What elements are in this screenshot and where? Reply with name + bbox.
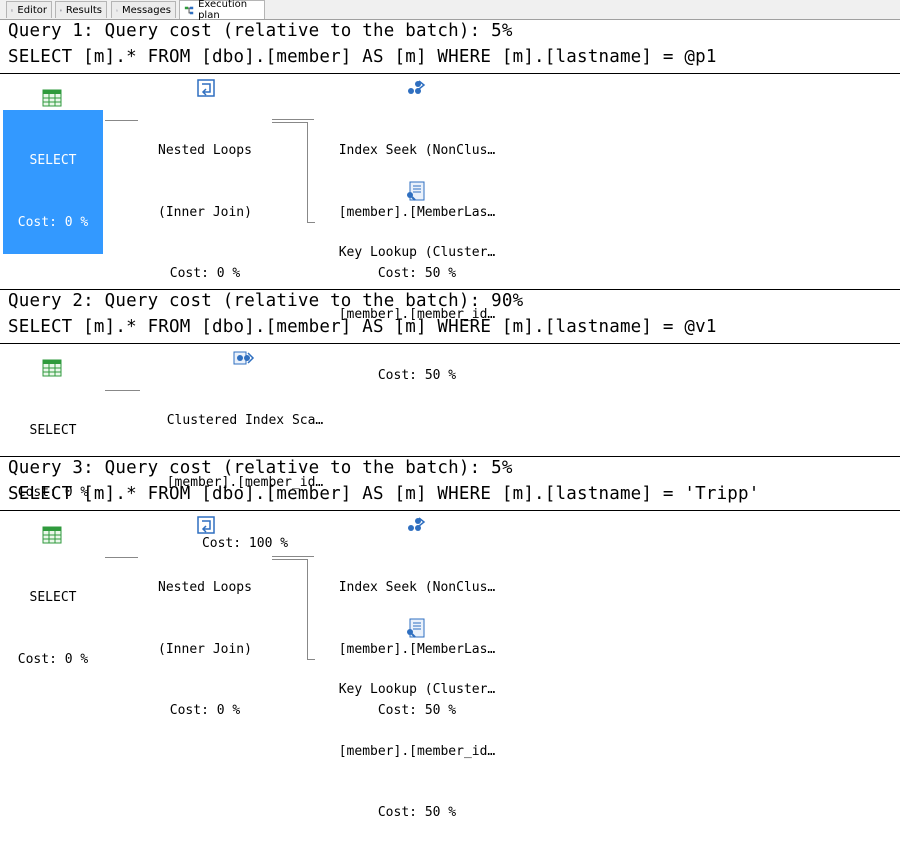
plan-arrow — [105, 390, 140, 391]
plan-arrow — [272, 559, 308, 560]
query-3-select-operator[interactable]: SELECT Cost: 0 % — [3, 547, 103, 691]
query-3-key-lookup-operator[interactable]: Key Lookup (Cluster… [member].[member_id… — [312, 639, 522, 844]
operator-detail: [member].[member_id… — [166, 474, 324, 490]
select-result-icon — [42, 359, 62, 377]
operator-name: SELECT — [29, 153, 77, 168]
nested-loops-icon — [197, 79, 215, 97]
key-lookup-icon — [407, 181, 425, 201]
operator-name: Index Seek (NonClus… — [338, 143, 496, 158]
operator-name: SELECT — [29, 423, 77, 438]
plan-arrow — [272, 122, 308, 123]
messages-icon — [116, 9, 118, 11]
operator-detail: [member].[MemberLas… — [338, 641, 496, 657]
tab-label: Results — [65, 4, 102, 16]
operator-name: SELECT — [29, 590, 77, 605]
tab-label: Editor — [17, 4, 47, 16]
tab-execution-plan[interactable]: Execution plan — [179, 0, 265, 21]
tab-results[interactable]: Results — [55, 1, 107, 18]
operator-cost: Cost: 0 % — [169, 266, 241, 281]
query-3-sql: SELECT [m].* FROM [dbo].[member] AS [m] … — [8, 484, 760, 504]
plan-arrow — [272, 119, 314, 120]
operator-detail: [member].[member_id… — [338, 306, 496, 322]
plan-arrow — [307, 122, 308, 222]
query-3-separator — [0, 510, 900, 511]
query-1-key-lookup-operator[interactable]: Key Lookup (Cluster… [member].[member_id… — [312, 202, 522, 407]
operator-detail: (Inner Join) — [158, 641, 252, 657]
clustered-index-scan-icon — [233, 351, 255, 365]
operator-cost: Cost: 0 % — [17, 484, 89, 500]
select-result-icon — [42, 89, 62, 107]
query-2-sql: SELECT [m].* FROM [dbo].[member] AS [m] … — [8, 317, 717, 337]
plan-icon — [184, 6, 194, 14]
query-1-separator — [0, 73, 900, 74]
plan-arrow — [272, 556, 314, 557]
operator-detail: [member].[member_id… — [338, 743, 496, 759]
tab-label: Execution plan — [198, 0, 248, 21]
query-1-select-operator[interactable]: SELECT Cost: 0 % — [3, 110, 103, 254]
select-result-icon — [42, 526, 62, 544]
operator-name: Nested Loops — [158, 143, 252, 158]
result-tab-bar: Editor Results Messages Execution plan — [0, 0, 900, 21]
query-2-header: Query 2: Query cost (relative to the bat… — [8, 291, 524, 311]
query-2-select-operator[interactable]: SELECT Cost: 0 % — [3, 380, 103, 524]
operator-name: Index Seek (NonClus… — [338, 580, 496, 595]
plan-arrow — [307, 659, 315, 660]
operator-cost: Cost: 0 % — [17, 214, 89, 230]
query-1-nested-loops-operator[interactable]: Nested Loops (Inner Join) Cost: 0 % — [130, 100, 280, 305]
query-3-header: Query 3: Query cost (relative to the bat… — [8, 458, 513, 478]
operator-name: Clustered Index Sca… — [166, 413, 324, 428]
operator-cost: Cost: 50 % — [377, 266, 457, 281]
plan-arrow — [105, 557, 138, 558]
plan-arrow — [307, 559, 308, 659]
operator-cost: Cost: 50 % — [377, 368, 457, 383]
query-2-separator — [0, 343, 900, 344]
tab-messages[interactable]: Messages — [111, 1, 176, 18]
operator-cost: Cost: 0 % — [169, 703, 241, 718]
index-seek-icon — [408, 80, 426, 94]
tab-editor[interactable]: Editor — [6, 1, 52, 18]
query-1-index-seek-operator[interactable]: Index Seek (NonClus… [member].[MemberLas… — [312, 100, 522, 305]
operator-cost: Cost: 0 % — [17, 651, 89, 667]
operator-name: Key Lookup (Cluster… — [338, 682, 496, 697]
key-lookup-icon — [407, 618, 425, 638]
grid-icon — [60, 9, 62, 11]
plan-arrow — [307, 222, 315, 223]
operator-detail: [member].[MemberLas… — [338, 204, 496, 220]
query-1-sql: SELECT [m].* FROM [dbo].[member] AS [m] … — [8, 47, 717, 67]
query-3-nested-loops-operator[interactable]: Nested Loops (Inner Join) Cost: 0 % — [130, 537, 280, 742]
query-3-top-separator — [0, 456, 900, 457]
nested-loops-icon — [197, 516, 215, 534]
index-seek-icon — [408, 517, 426, 531]
editor-icon — [11, 9, 14, 11]
plan-arrow — [105, 120, 138, 121]
query-1-header: Query 1: Query cost (relative to the bat… — [8, 21, 513, 41]
tab-label: Messages — [121, 4, 171, 16]
operator-cost: Cost: 100 % — [201, 536, 289, 551]
operator-name: Nested Loops — [158, 580, 252, 595]
operator-detail: (Inner Join) — [158, 204, 252, 220]
query-2-top-separator — [0, 289, 900, 290]
query-2-clustered-index-scan-operator[interactable]: Clustered Index Sca… [member].[member_id… — [140, 370, 350, 575]
operator-cost: Cost: 50 % — [377, 805, 457, 820]
operator-name: Key Lookup (Cluster… — [338, 245, 496, 260]
